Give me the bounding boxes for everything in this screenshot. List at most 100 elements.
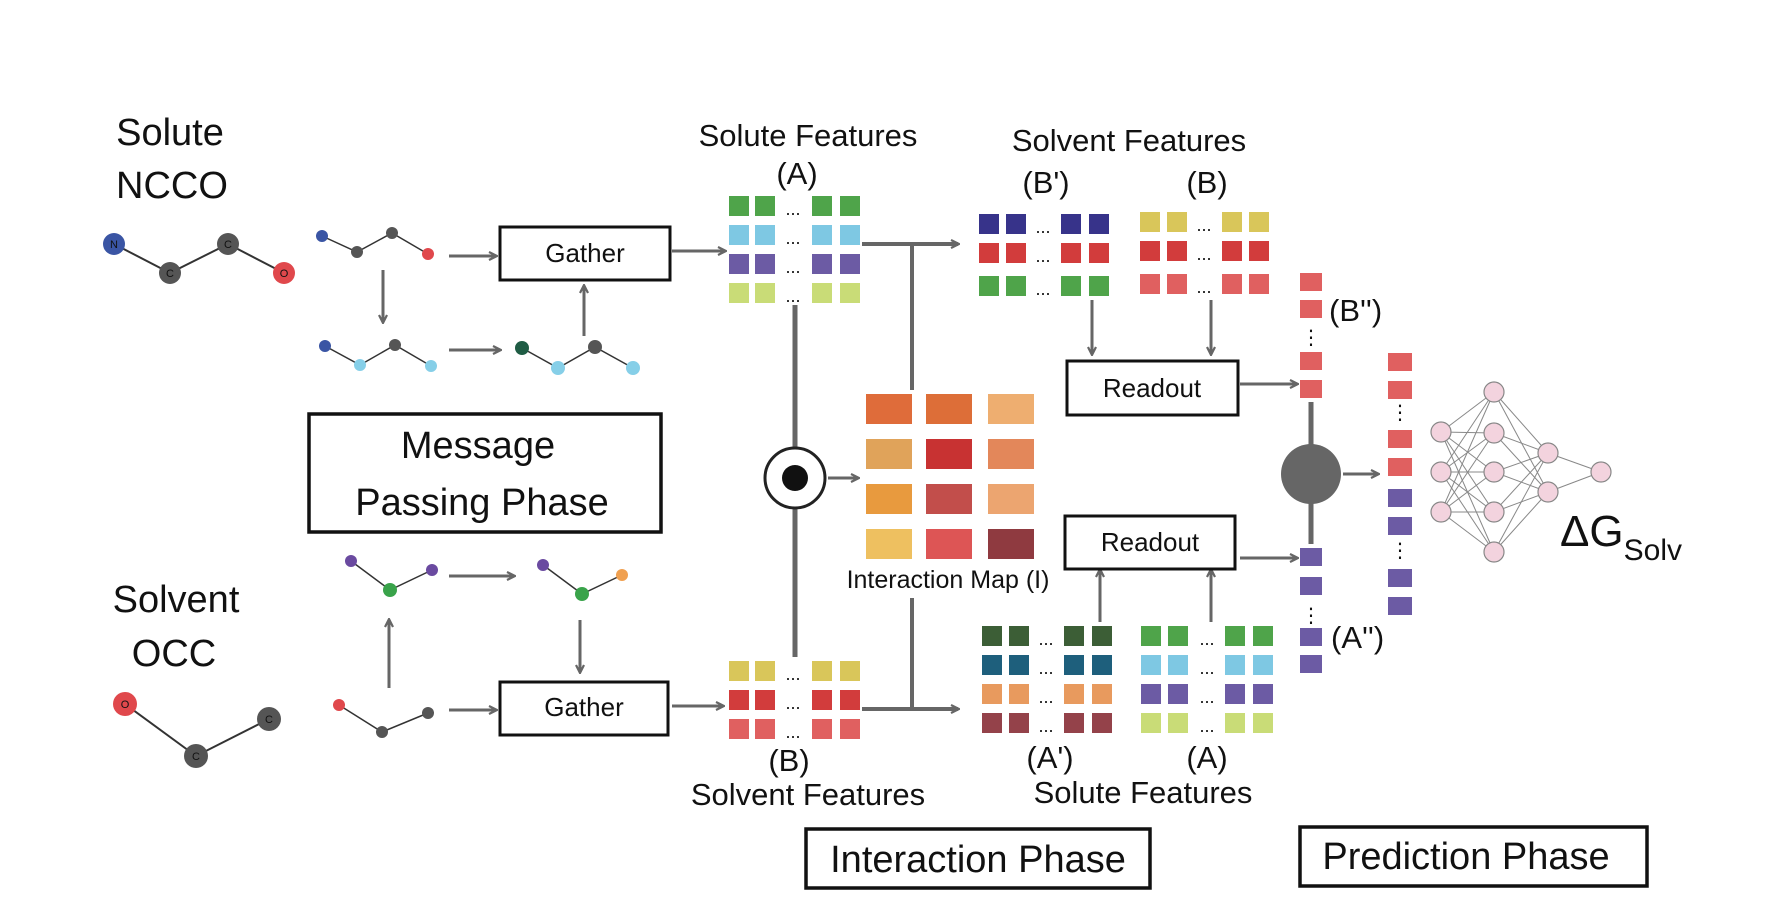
- nn-node: [1590, 461, 1612, 483]
- gather-box-top: [498, 225, 672, 282]
- solvent-header: Solvent OCC: [113, 579, 240, 675]
- nn-edge: [1493, 452, 1549, 513]
- nn-edge: [1493, 391, 1549, 493]
- svg-text:⋮: ⋮: [1390, 540, 1410, 562]
- message-passing-line1: Message: [401, 425, 555, 467]
- nn-edge: [1440, 391, 1495, 433]
- svg-text:...: ...: [785, 199, 800, 219]
- nn-node: [1537, 442, 1559, 464]
- solute-mp-molecule-2: [319, 339, 437, 372]
- vector-b-double-prime: ⋮: [1300, 273, 1322, 398]
- solute-features-tag-top: (A): [776, 156, 817, 191]
- interaction-map-label: Interaction Map (I): [847, 566, 1050, 594]
- atom-label: C: [224, 239, 232, 251]
- atom-label: C: [192, 751, 200, 763]
- solute-smiles: NCCO: [116, 165, 228, 207]
- svg-text:⋮: ⋮: [1390, 402, 1410, 424]
- vector-a-double-prime: ⋮: [1300, 548, 1322, 673]
- nn-edge: [1493, 491, 1549, 553]
- nn-node: [1483, 381, 1505, 403]
- atom-n: [103, 233, 125, 255]
- nn-node: [1483, 461, 1505, 483]
- nn-node: [1483, 422, 1505, 444]
- svg-text:...: ...: [785, 257, 800, 277]
- solvent-mp-molecule-2: [345, 555, 438, 597]
- elementwise-product-connector: [763, 305, 858, 657]
- nn-node: [1430, 501, 1452, 523]
- readout-box-bottom: [1063, 514, 1237, 571]
- svg-text:⋮: ⋮: [1301, 327, 1321, 349]
- message-passing-line2: Passing Phase: [355, 482, 609, 524]
- atom-c: [159, 262, 181, 284]
- svg-text:⋮: ⋮: [1301, 605, 1321, 627]
- readout-box-top: [1065, 359, 1240, 417]
- feature-grid-solvent-bottom: ... ... ...: [729, 661, 860, 742]
- interaction-routing-lines: [862, 244, 958, 709]
- nn-edge: [1440, 391, 1495, 473]
- concatenated-vector: ⋮ ⋮: [1388, 353, 1412, 615]
- svg-text:...: ...: [1199, 716, 1214, 736]
- solute-molecule: N C C O: [103, 233, 295, 284]
- solvent-smiles: OCC: [132, 633, 216, 675]
- solvent-mp-molecule-1: [333, 699, 434, 738]
- solute-features-title-bottom: Solute Features: [1034, 775, 1253, 810]
- solute-header: Solute NCCO: [116, 112, 228, 207]
- gather-box-bottom: [498, 680, 670, 737]
- solute-mp-molecule-1: [316, 227, 434, 260]
- svg-text:...: ...: [1038, 687, 1053, 707]
- nn-node: [1483, 501, 1505, 523]
- svg-text:...: ...: [1038, 629, 1053, 649]
- solvent-features-title-bottom: Solvent Features: [691, 777, 925, 812]
- nn-edge: [1440, 391, 1495, 513]
- svg-text:...: ...: [1035, 217, 1050, 237]
- solute-mp-molecule-3: [515, 340, 640, 375]
- prediction-phase-label: Prediction Phase: [1322, 836, 1609, 878]
- solvent-features-tag-b-prime: (B'): [1022, 165, 1069, 200]
- feature-grid-solvent-b-prime: ... ... ...: [979, 214, 1109, 299]
- nn-edge: [1440, 432, 1495, 513]
- svg-text:...: ...: [1196, 244, 1211, 264]
- solute-features-title-top: Solute Features: [699, 118, 918, 153]
- nn-node: [1537, 481, 1559, 503]
- atom-label: O: [280, 268, 289, 280]
- svg-text:...: ...: [1199, 629, 1214, 649]
- gather-label-top: Gather: [545, 238, 625, 268]
- solvent-features-title-top: Solvent Features: [1012, 123, 1246, 158]
- solute-mp-arrows: [383, 251, 725, 350]
- atom-label: C: [166, 268, 174, 280]
- readout-label-top: Readout: [1103, 373, 1202, 403]
- prediction-phase-box: [1298, 825, 1649, 888]
- nn-edge: [1440, 471, 1495, 513]
- svg-text:...: ...: [1035, 279, 1050, 299]
- solvent-features-tag-b: (B): [1186, 165, 1227, 200]
- atom-label: N: [110, 239, 118, 251]
- svg-text:...: ...: [1035, 246, 1050, 266]
- neural-network-icon: [1430, 381, 1612, 563]
- nn-edge: [1493, 391, 1549, 454]
- svg-text:...: ...: [785, 664, 800, 684]
- nn-edge: [1493, 452, 1549, 553]
- svg-text:...: ...: [1199, 658, 1214, 678]
- nn-node: [1430, 421, 1452, 443]
- solvent-title: Solvent: [113, 579, 240, 621]
- svg-text:...: ...: [785, 693, 800, 713]
- feature-grid-solute-a-prime: ... ... ... ...: [982, 626, 1112, 736]
- nn-node: [1483, 541, 1505, 563]
- solute-features-tag-a: (A): [1186, 740, 1227, 775]
- delta-g-label: ΔGSolv: [1560, 507, 1682, 567]
- svg-text:...: ...: [1038, 716, 1053, 736]
- solvent-molecule: O C C: [113, 692, 281, 768]
- b-double-prime-label: (B''): [1329, 293, 1382, 328]
- solvent-mp-molecule-3: [537, 559, 628, 601]
- message-passing-box: [307, 412, 663, 534]
- svg-text:...: ...: [1196, 215, 1211, 235]
- readout-label-bottom: Readout: [1101, 527, 1200, 557]
- atom-c: [217, 233, 239, 255]
- interaction-map-grid: [866, 394, 1034, 559]
- atom-label: O: [121, 699, 130, 711]
- svg-text:...: ...: [1196, 277, 1211, 297]
- svg-text:...: ...: [1038, 658, 1053, 678]
- interaction-phase-label: Interaction Phase: [830, 839, 1126, 881]
